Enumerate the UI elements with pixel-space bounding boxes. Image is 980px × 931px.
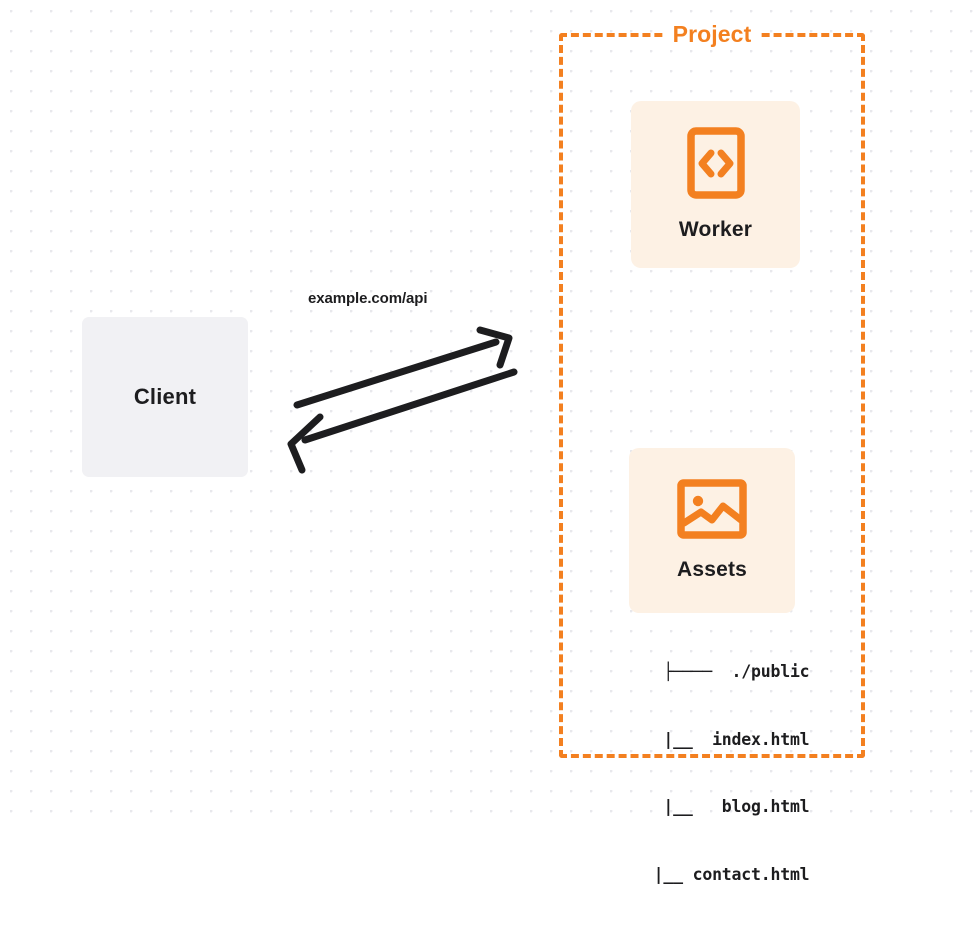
file-tree-line-blog: |__ blog.html bbox=[614, 797, 810, 816]
file-tree-line-contact: |__ contact.html bbox=[605, 864, 810, 884]
diagram-canvas: Client example.com/api Project Worker bbox=[0, 0, 980, 884]
file-tree-line-root: ├──── ./public bbox=[663, 662, 810, 681]
assets-file-tree: ├──── ./public |__ index.html |__ blog.h… bbox=[605, 616, 810, 931]
assets-card[interactable]: Assets bbox=[629, 448, 795, 613]
request-arrow bbox=[293, 326, 513, 409]
client-node[interactable]: Client bbox=[82, 317, 248, 477]
worker-label: Worker bbox=[678, 218, 753, 241]
code-brackets-icon bbox=[686, 127, 745, 204]
image-icon bbox=[677, 479, 747, 544]
file-tree-line-index: |__ index.html bbox=[614, 729, 810, 749]
project-title: Project bbox=[663, 21, 761, 48]
worker-card[interactable]: Worker bbox=[631, 101, 800, 268]
response-arrow bbox=[287, 368, 518, 474]
project-container: Project bbox=[559, 21, 865, 758]
client-label: Client bbox=[133, 384, 197, 409]
assets-label: Assets bbox=[676, 558, 748, 581]
connection-label: example.com/api bbox=[308, 290, 428, 307]
